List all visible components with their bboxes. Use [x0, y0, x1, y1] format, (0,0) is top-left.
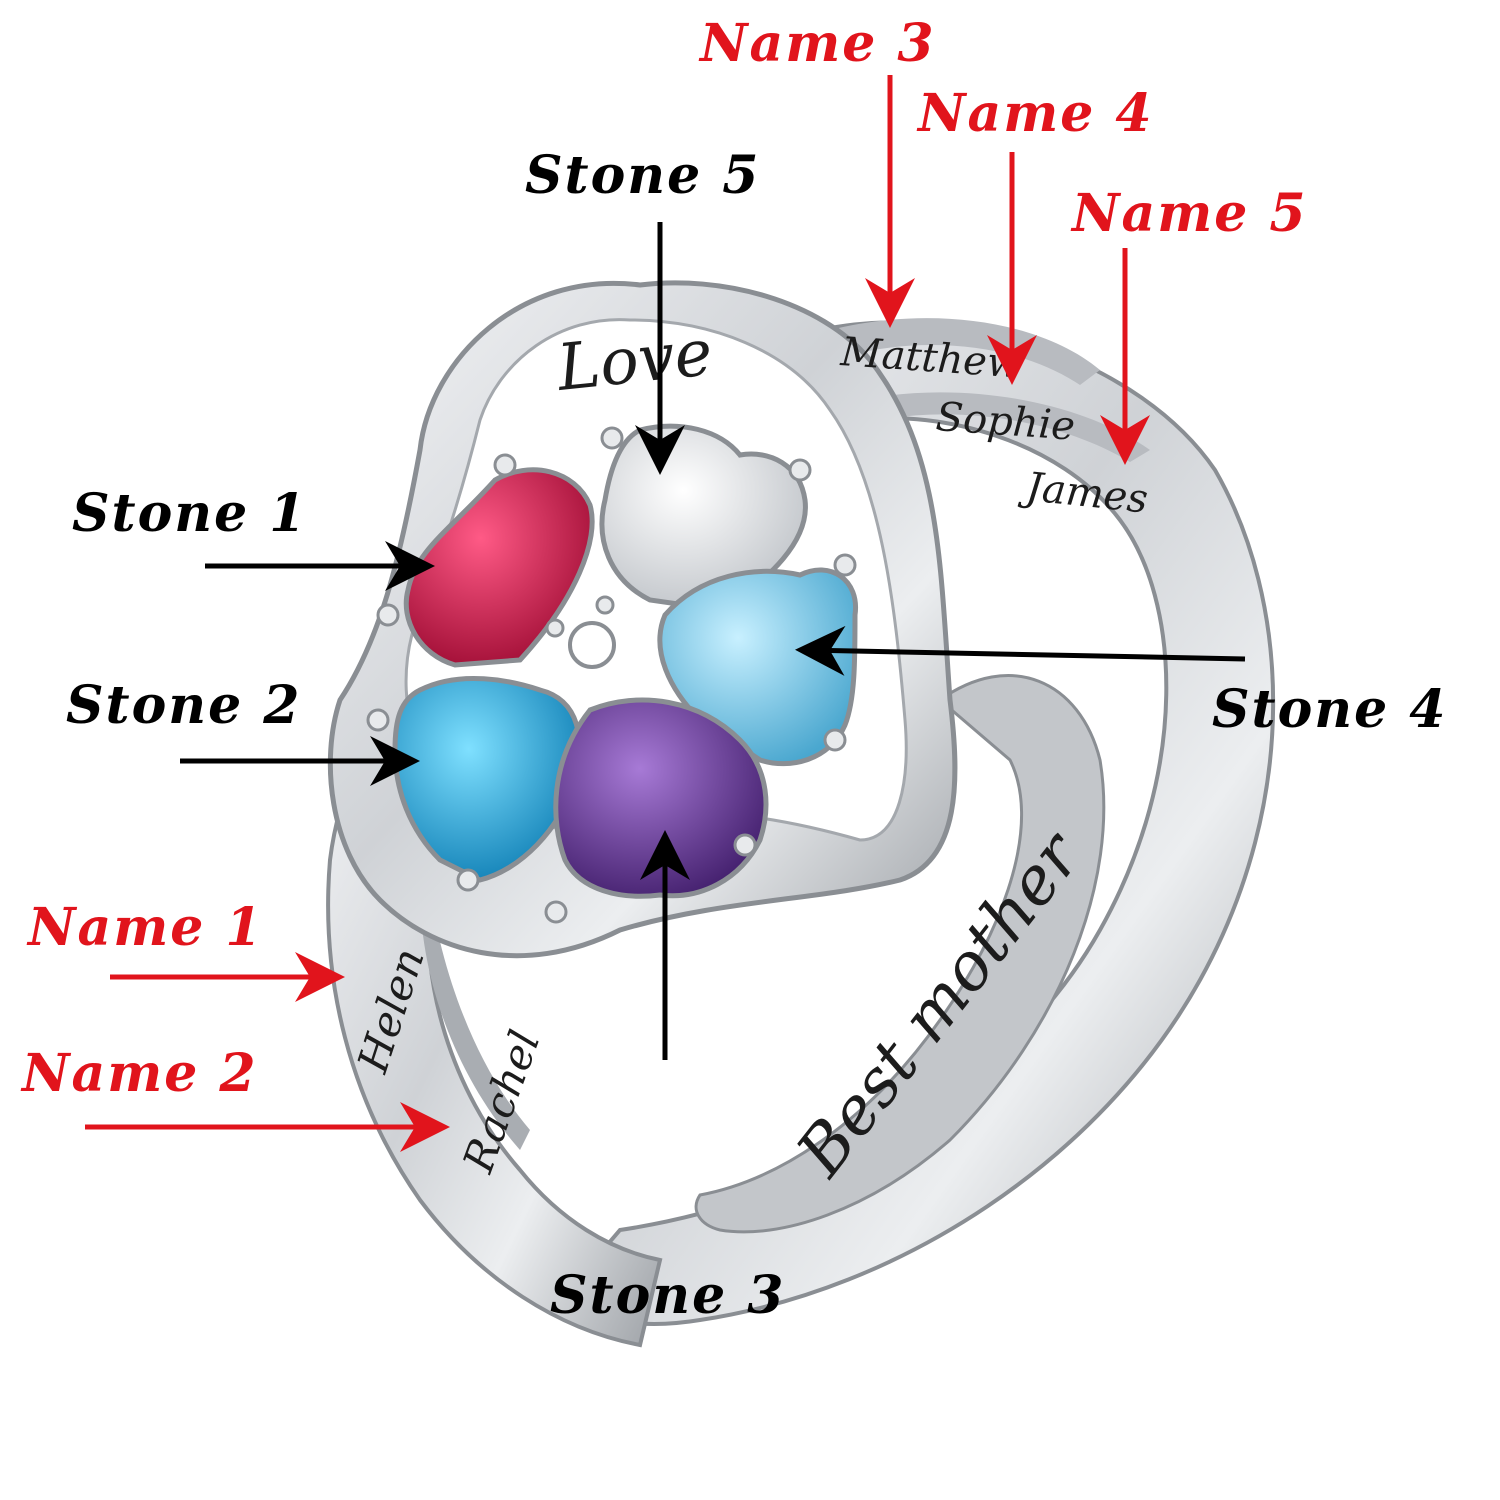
label-name-3: Name 3 [700, 13, 936, 74]
engraving-love: Love [553, 316, 716, 406]
prongs [366, 426, 857, 924]
center-accent-stone [568, 621, 616, 669]
label-stone-2: Stone 2 [66, 675, 302, 736]
label-stone-4: Stone 4 [1212, 679, 1448, 740]
label-stone-5: Stone 5 [525, 145, 761, 206]
label-name-5: Name 5 [1072, 183, 1308, 244]
pointer-arrows-black [180, 222, 1246, 1060]
engraving-name-4: Sophie [934, 394, 1076, 450]
label-stone-1: Stone 1 [72, 483, 308, 544]
stone-3-gem [553, 697, 769, 899]
pointer-arrows-red [85, 75, 1150, 1152]
label-stone-3: Stone 3 [550, 1265, 786, 1326]
label-name-1: Name 1 [28, 897, 264, 958]
label-name-2: Name 2 [22, 1043, 258, 1104]
arrow-stone-4 [795, 625, 1246, 676]
label-name-4: Name 4 [918, 83, 1154, 144]
